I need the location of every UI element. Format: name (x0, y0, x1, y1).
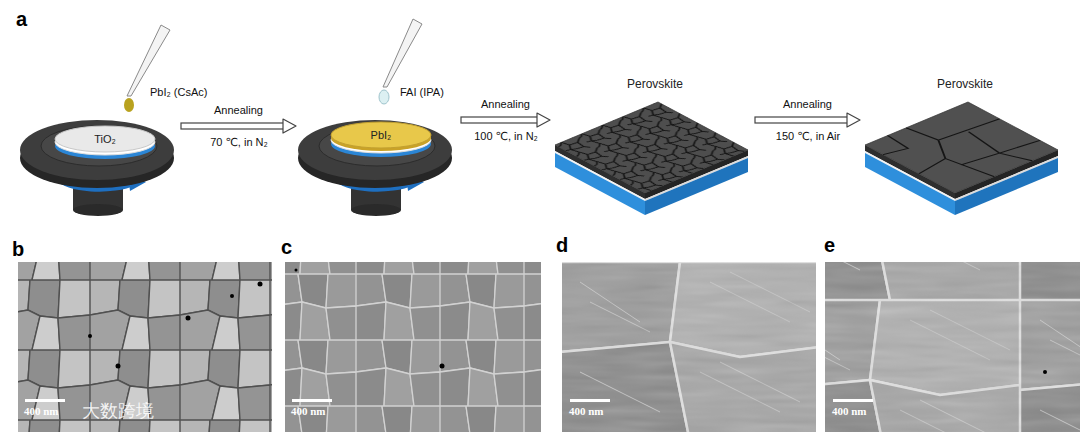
condition-label: 150 ℃, in Air (776, 130, 840, 143)
spin-coater-part (298, 120, 452, 180)
sem-image-part (186, 316, 191, 321)
sem-image-part (825, 262, 1080, 432)
edge-label: Annealing (481, 98, 530, 111)
perovskite-film-part (865, 102, 1058, 193)
pbi2-disc (331, 122, 431, 148)
precursor-drop (379, 90, 389, 104)
sem-image-part (825, 262, 1080, 432)
node-text: PbI₂ (371, 129, 392, 142)
arrow-head (537, 113, 550, 127)
process-arrow (461, 113, 550, 127)
spin-coater-substrate: TiO₂ (18, 108, 178, 218)
spin-coater-part (41, 126, 157, 166)
sem-image (18, 262, 272, 432)
scale-bar-label: 400 nm (24, 405, 59, 418)
sem-image-part (295, 269, 298, 272)
spin-coater-part (351, 204, 401, 216)
perovskite-film: Perovskite (862, 78, 1062, 220)
condition-label: 70 ℃, in N₂ (210, 136, 268, 149)
node-text: Perovskite (937, 78, 993, 92)
sem-image-part (88, 334, 92, 338)
tio2-disc (55, 126, 155, 152)
spin-coater-part (20, 120, 174, 180)
arrow-shaft (461, 117, 539, 123)
sem-image-part (440, 364, 445, 369)
pipette-part (127, 25, 170, 96)
process-arrow (755, 113, 860, 127)
edge-label: Annealing (214, 104, 263, 117)
process-arrow (181, 119, 296, 133)
arrow-shaft (181, 123, 285, 129)
scale-bar (25, 399, 65, 402)
panel-letter: d (556, 234, 568, 257)
spin-coater-substrate: PbI₂ (298, 108, 458, 218)
edge-label: Annealing (783, 98, 832, 111)
sem-image (562, 262, 816, 432)
sem-image-part (562, 262, 816, 432)
sem-image-part (1043, 370, 1047, 374)
sem-image (825, 262, 1080, 432)
pipette-part (383, 19, 422, 87)
reagent-label: FAI (IPA) (400, 86, 444, 99)
sem-image-part (230, 294, 234, 298)
sem-image-part (562, 262, 816, 432)
panel-letter: e (824, 234, 835, 257)
sem-image-part (18, 262, 272, 432)
spin-coater-part (73, 204, 123, 216)
perovskite-film: Perovskite (552, 78, 752, 220)
scale-bar-label: 400 nm (569, 405, 604, 418)
panel-letter: b (12, 238, 24, 261)
sem-image-part (285, 262, 541, 432)
pipette (124, 25, 170, 112)
scale-bar (292, 399, 332, 402)
sem-image-part (258, 282, 263, 287)
perovskite-film-part (555, 102, 748, 193)
perovskite-film (555, 102, 748, 215)
node-text: Perovskite (627, 78, 683, 92)
spin-coater (20, 120, 174, 216)
panel-letter: a (16, 8, 27, 31)
perovskite-film-part-part (555, 102, 748, 193)
scale-bar-label: 400 nm (291, 405, 326, 418)
condition-label: 100 ℃, in N₂ (474, 130, 538, 143)
sem-image-part (116, 364, 121, 369)
scale-bar-label: 400 nm (832, 405, 867, 418)
perovskite-film-part-part (555, 102, 748, 193)
reagent-label: PbI₂ (CsAc) (150, 86, 207, 99)
arrow-head (283, 119, 296, 133)
perovskite-film-part-part (865, 102, 1058, 193)
arrow-shaft (755, 117, 849, 123)
panel-letter: c (281, 236, 292, 259)
precursor-drop (124, 98, 134, 112)
arrow-head (847, 113, 860, 127)
perovskite-film-part-part (865, 102, 1058, 193)
scale-bar (833, 399, 873, 402)
scale-bar (570, 399, 610, 402)
watermark: 大数跨境 (82, 401, 154, 422)
spin-coater (298, 120, 452, 216)
node-text: TiO₂ (94, 133, 116, 146)
perovskite-film (865, 102, 1058, 215)
sem-image (285, 262, 541, 432)
